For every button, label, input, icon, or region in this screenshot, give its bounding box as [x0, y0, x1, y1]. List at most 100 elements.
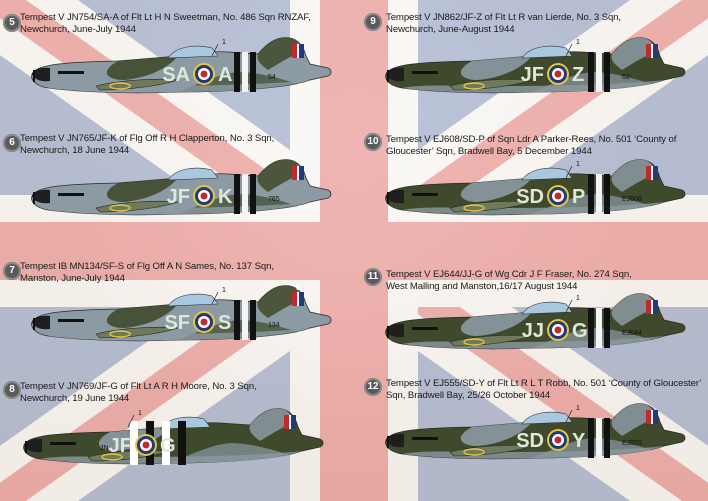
roundel-red [200, 192, 208, 200]
roundel-red [200, 70, 208, 78]
invasion-stripe [234, 300, 240, 340]
marker-number: 1 [138, 410, 142, 417]
wing-roundel [463, 448, 485, 456]
marker-number: 1 [222, 287, 226, 294]
invasion-stripe [604, 174, 610, 214]
fin-flash-red [292, 292, 297, 306]
invasion-stripe [130, 421, 138, 465]
camo-patch [460, 312, 532, 336]
caption-line2: Newchurch, June-August 1944 [386, 24, 515, 35]
camo-patch [611, 37, 656, 70]
code-letter-right: Y [572, 430, 586, 452]
caption-line1: Tempest V JN765/JF-K of Flg Off R H Clap… [20, 133, 275, 144]
camo-patch [460, 422, 532, 446]
caption-line2: Manston, June-July 1944 [20, 273, 125, 284]
invasion-stripe [588, 174, 594, 214]
roundel-red [554, 436, 562, 444]
canopy [521, 411, 573, 425]
code-letters-left: JF [521, 64, 544, 86]
caption-line1: Tempest IB MN134/SF-S of Flg Off A N Sam… [20, 261, 274, 272]
profile-caption: Tempest IB MN134/SF-S of Flg Off A N Sam… [20, 261, 274, 285]
wing-roundel [101, 453, 123, 461]
fin-flash-red [292, 166, 297, 180]
code-letter-right: G [160, 435, 176, 457]
camo-patch [106, 56, 178, 80]
canopy [167, 45, 219, 59]
marker-number: 1 [222, 39, 226, 46]
spinner [24, 438, 42, 453]
code-letters-left: JJ [522, 320, 544, 342]
marker-leader [127, 414, 135, 428]
code-letter-right: S [218, 312, 231, 334]
fin-flash-white [651, 410, 653, 424]
wing-roundel [109, 330, 131, 338]
invasion-stripe [604, 418, 610, 458]
invasion-stripe [604, 52, 610, 92]
canopy [167, 167, 219, 181]
invasion-stripe [588, 418, 594, 458]
camo-patch [106, 178, 178, 202]
invasion-stripe [242, 174, 248, 214]
invasion-stripe [596, 174, 602, 214]
canopy [521, 301, 573, 315]
caption-line1: Tempest V JN862/JF-Z of Flt Lt R van Lie… [386, 12, 621, 23]
marker-number: 1 [576, 405, 580, 412]
exhaust [412, 327, 438, 330]
caption-line1: Tempest V JN769/JF-G of Flt Lt A R H Moo… [20, 381, 257, 392]
profile-caption: Tempest V EJ608/SD-P of Sqn Ldr A Parker… [386, 134, 676, 158]
fin-flash-red [646, 410, 651, 424]
serial-number: 54 [268, 74, 276, 81]
spinner [32, 189, 50, 204]
camo-patch [460, 178, 532, 202]
fin-flash-red [292, 44, 297, 58]
exhaust [412, 71, 438, 74]
camo-patch [257, 285, 302, 318]
fin-flash-white [651, 300, 653, 314]
marker-leader [565, 43, 573, 57]
invasion-stripe [596, 52, 602, 92]
profile-caption: Tempest V JN769/JF-G of Flt Lt A R H Moo… [20, 381, 257, 405]
exhaust [50, 442, 76, 445]
wing-roundel [109, 204, 131, 212]
fin-flash-blue [653, 166, 658, 180]
marker-leader [565, 165, 573, 179]
invasion-stripe [250, 174, 256, 214]
profile-caption: Tempest V EJ644/JJ-G of Wg Cdr J F Frase… [386, 269, 632, 293]
serial-number: 765 [268, 196, 280, 203]
profile-number-badge: 8 [3, 381, 21, 399]
fin-flash-white [297, 292, 299, 306]
fin-flash-red [646, 44, 651, 58]
spinner [386, 433, 404, 448]
wing-roundel [463, 204, 485, 212]
caption-line2: West Malling and Manston,16/17 August 19… [386, 281, 578, 292]
wing-roundel [463, 338, 485, 346]
profile-caption: Tempest V JN754/SA-A of Flt Lt H N Sweet… [20, 12, 311, 36]
profile-number-badge: 7 [3, 262, 21, 280]
fin-flash-white [297, 44, 299, 58]
wing-roundel [463, 82, 485, 90]
caption-line2: Newchurch, June-July 1944 [20, 24, 136, 35]
fin-flash-white [651, 44, 653, 58]
spinner [386, 323, 404, 338]
fin-flash-red [284, 415, 289, 429]
serial-number: 134 [268, 322, 280, 329]
profile-caption: Tempest V JN765/JF-K of Flg Off R H Clap… [20, 133, 274, 157]
invasion-stripe [596, 308, 602, 348]
exhaust [58, 193, 84, 196]
fin-flash-blue [291, 415, 296, 429]
fin-flash-blue [299, 44, 304, 58]
camo-patch [257, 159, 302, 192]
exhaust [412, 193, 438, 196]
camo-patch [460, 56, 532, 80]
exhaust [58, 319, 84, 322]
roundel-red [142, 441, 150, 449]
marker-leader [211, 291, 219, 305]
fin-flash-blue [299, 166, 304, 180]
fin-flash-red [646, 300, 651, 314]
marker-number: 1 [576, 295, 580, 302]
invasion-stripe [596, 418, 602, 458]
